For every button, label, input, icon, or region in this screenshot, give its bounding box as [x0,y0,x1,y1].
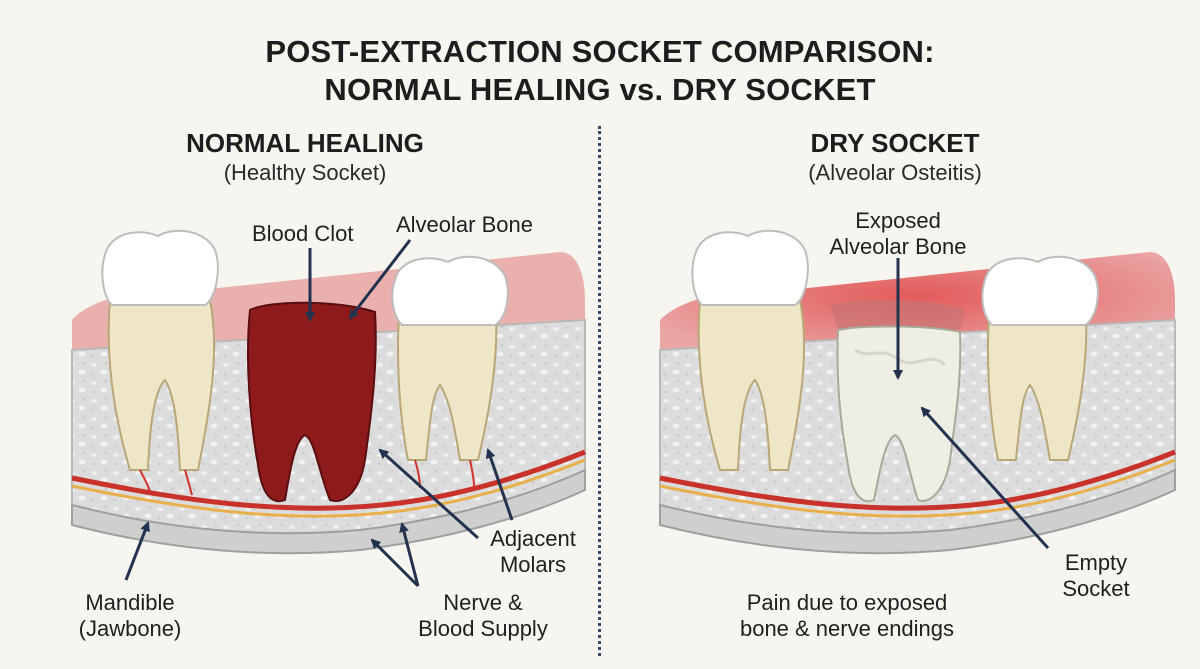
label-mandible: Mandible (Jawbone) [70,590,190,642]
label-alveolar-bone: Alveolar Bone [396,212,533,237]
right-panel-heading: DRY SOCKET [810,128,980,158]
label-exposed-line2: Alveolar Bone [829,234,967,259]
left-molar-2-crown [391,255,509,326]
label-pain-line2: bone & nerve endings [739,616,955,641]
blood-clot [247,301,377,503]
right-molar-1-root [697,299,806,471]
label-adjacent-molars: Adjacent Molars [478,526,588,578]
left-arrows [124,239,514,588]
label-empty-socket: Empty Socket [1046,550,1146,602]
right-molar-1-crown [691,229,809,306]
label-empty-line1: Empty [1064,550,1128,575]
right-nerve [659,458,1176,518]
empty-socket [836,325,962,503]
panel-divider [598,126,601,656]
left-jaw-illustration [71,229,586,555]
label-exposed-line1: Exposed [855,208,941,233]
right-blood-vessel [659,449,1176,511]
label-empty-line2: Socket [1062,576,1130,601]
label-mandible-line2: (Jawbone) [78,616,182,641]
label-nerve-blood-supply: Nerve & Blood Supply [408,590,558,642]
label-adjacent-molars-line2: Molars [499,552,566,577]
arrow-adjacent-molars-2 [485,448,514,521]
left-mandible-base [71,468,586,555]
arrow-nerve-2 [399,522,420,587]
label-nerve-line1: Nerve & [443,590,523,615]
right-mandible-base [659,468,1176,555]
right-panel-subheading: (Alveolar Osteitis) [808,160,982,185]
right-molar-2-root [987,299,1088,461]
diagram-title-line-2: NORMAL HEALING vs. DRY SOCKET [324,72,876,107]
arrow-nerve-1 [370,538,420,588]
arrow-empty-socket [920,406,1050,550]
label-adjacent-molars-line1: Adjacent [490,526,576,551]
label-exposed-alveolar-bone: Exposed Alveolar Bone [818,208,978,260]
arrow-mandible [124,521,150,581]
left-nerve [71,458,586,518]
label-pain-line1: Pain due to exposed [746,590,948,615]
left-molar-1-crown [101,229,219,306]
right-molar-2-crown [981,255,1099,326]
left-panel-heading: NORMAL HEALING [186,128,424,158]
left-blood-vessel [71,449,586,511]
left-molar-1-root [107,299,216,471]
left-molar-2-root [397,299,498,461]
diagram-title-line-1: POST-EXTRACTION SOCKET COMPARISON: [265,34,935,69]
arrow-alveolar-bone [348,239,412,320]
label-blood-clot: Blood Clot [252,221,354,246]
label-pain-note: Pain due to exposed bone & nerve endings [722,590,972,642]
label-nerve-line2: Blood Supply [418,616,548,641]
label-mandible-line1: Mandible [85,590,175,615]
right-jaw-illustration [659,229,1176,555]
arrow-adjacent-molars-1 [378,448,480,540]
right-arrows [893,258,1050,550]
left-panel-subheading: (Healthy Socket) [223,160,387,185]
